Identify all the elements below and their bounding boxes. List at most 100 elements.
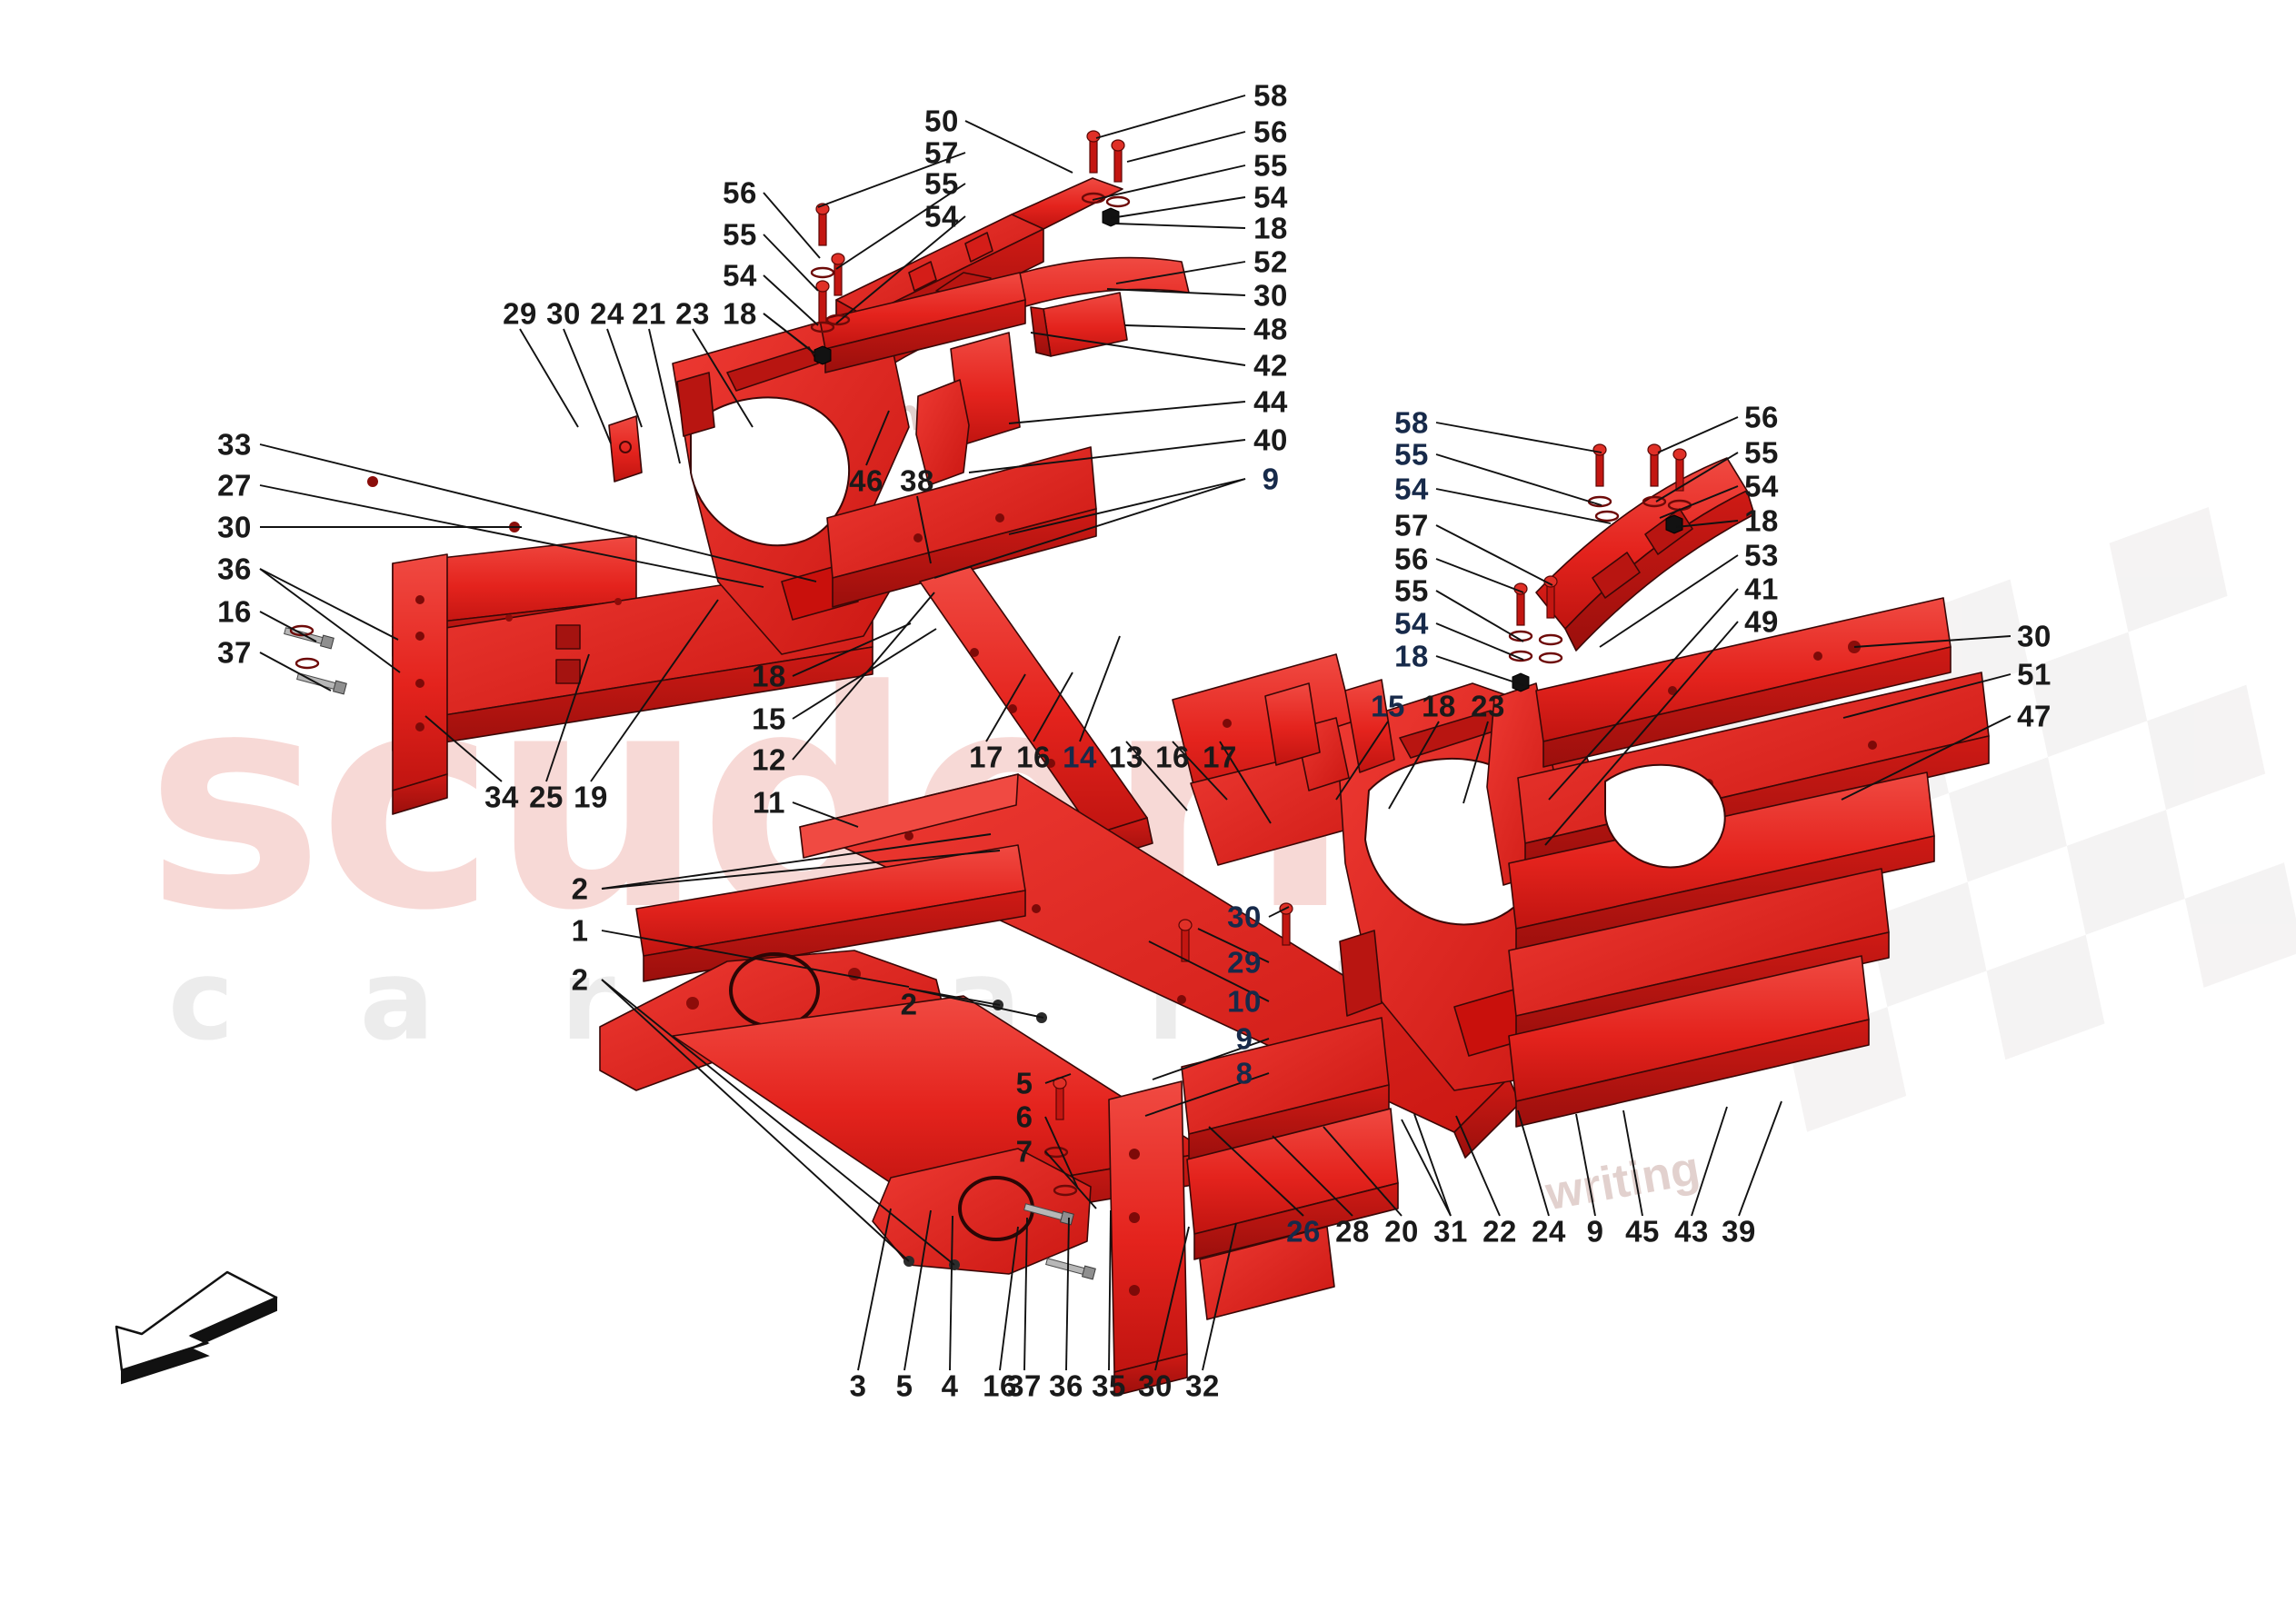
callout-36: 36 [217, 552, 252, 586]
callout-11: 11 [753, 785, 785, 820]
callout-50: 50 [924, 104, 959, 138]
callout-18: 18 [723, 296, 757, 331]
callout-16: 16 [1155, 740, 1190, 774]
callout-54: 54 [1744, 469, 1779, 503]
callout-21: 21 [632, 296, 666, 331]
callout-16: 16 [983, 1368, 1017, 1403]
callout-36: 36 [1049, 1368, 1083, 1403]
callout-34: 34 [484, 780, 519, 814]
callout-9: 9 [1235, 1021, 1253, 1056]
callout-27: 27 [217, 468, 252, 503]
callout-24: 24 [1532, 1214, 1566, 1249]
callout-53: 53 [1744, 538, 1779, 572]
callout-6: 6 [1015, 1100, 1033, 1134]
callout-28: 28 [1335, 1214, 1370, 1249]
callout-33: 33 [217, 427, 252, 462]
callout-55: 55 [1394, 573, 1429, 608]
callout-18: 18 [1744, 503, 1779, 538]
callout-32: 32 [1185, 1368, 1220, 1403]
callout-51: 51 [2017, 657, 2051, 692]
callout-29: 29 [503, 296, 537, 331]
callout-30: 30 [546, 296, 581, 331]
callout-42: 42 [1253, 348, 1288, 383]
callout-5: 5 [895, 1368, 913, 1403]
callout-2: 2 [900, 987, 918, 1021]
callout-57: 57 [1394, 508, 1429, 542]
callout-16: 16 [217, 594, 252, 629]
callout-19: 19 [574, 780, 608, 814]
callout-15: 15 [1371, 689, 1405, 723]
callout-57: 57 [924, 135, 959, 170]
callout-18: 18 [752, 659, 786, 693]
callout-2: 2 [571, 871, 589, 906]
callout-22: 22 [1482, 1214, 1517, 1249]
callout-20: 20 [1384, 1214, 1419, 1249]
callout-14: 14 [1063, 740, 1097, 774]
callout-18: 18 [1253, 211, 1288, 245]
callout-55: 55 [924, 166, 959, 201]
callout-23: 23 [1471, 689, 1505, 723]
callout-37: 37 [1007, 1368, 1042, 1403]
callout-56: 56 [1253, 114, 1288, 149]
callout-55: 55 [1744, 435, 1779, 470]
callout-8: 8 [1235, 1056, 1253, 1090]
callout-5: 5 [1015, 1066, 1033, 1100]
callout-54: 54 [1253, 180, 1288, 214]
callout-4: 4 [941, 1368, 959, 1403]
forward-direction-arrow [107, 1263, 334, 1390]
callout-56: 56 [1394, 542, 1429, 576]
callout-40: 40 [1253, 423, 1288, 457]
callout-39: 39 [1722, 1214, 1756, 1249]
callout-30: 30 [1253, 278, 1288, 313]
callout-9: 9 [1586, 1214, 1604, 1249]
callout-30: 30 [217, 510, 252, 544]
callout-15: 15 [752, 702, 786, 736]
callout-23: 23 [675, 296, 710, 331]
callout-17: 17 [969, 740, 1003, 774]
callout-46: 46 [849, 463, 883, 498]
callout-17: 17 [1203, 740, 1237, 774]
callout-1: 1 [571, 913, 589, 948]
callout-55: 55 [1253, 148, 1288, 183]
callout-45: 45 [1625, 1214, 1660, 1249]
callout-38: 38 [900, 463, 934, 498]
callout-16: 16 [1016, 740, 1051, 774]
callout-54: 54 [723, 258, 757, 293]
callout-25: 25 [529, 780, 564, 814]
callout-44: 44 [1253, 384, 1288, 419]
callout-18: 18 [1422, 689, 1456, 723]
callout-9: 9 [1262, 462, 1280, 496]
callout-56: 56 [1744, 400, 1779, 434]
callout-13: 13 [1109, 740, 1143, 774]
callout-7: 7 [1015, 1134, 1033, 1169]
callout-54: 54 [1394, 472, 1429, 506]
callout-52: 52 [1253, 244, 1288, 279]
callout-58: 58 [1394, 405, 1429, 440]
callout-3: 3 [849, 1368, 867, 1403]
callout-49: 49 [1744, 604, 1779, 639]
callout-10: 10 [1227, 984, 1262, 1019]
callout-30: 30 [2017, 619, 2051, 653]
callout-47: 47 [2017, 699, 2051, 733]
callout-26: 26 [1286, 1214, 1321, 1249]
callout-54: 54 [924, 199, 959, 234]
callout-54: 54 [1394, 606, 1429, 641]
callout-55: 55 [723, 217, 757, 252]
callout-56: 56 [723, 175, 757, 210]
callout-18: 18 [1394, 639, 1429, 673]
callout-24: 24 [590, 296, 624, 331]
callout-58: 58 [1253, 78, 1288, 113]
callout-41: 41 [1744, 572, 1779, 606]
callout-2: 2 [571, 962, 589, 997]
callout-35: 35 [1092, 1368, 1126, 1403]
callout-31: 31 [1433, 1214, 1468, 1249]
callout-30: 30 [1227, 900, 1262, 934]
callout-12: 12 [752, 742, 786, 777]
callout-48: 48 [1253, 312, 1288, 346]
callout-29: 29 [1227, 945, 1262, 980]
callout-43: 43 [1674, 1214, 1709, 1249]
callout-30: 30 [1138, 1368, 1173, 1403]
callout-37: 37 [217, 635, 252, 670]
